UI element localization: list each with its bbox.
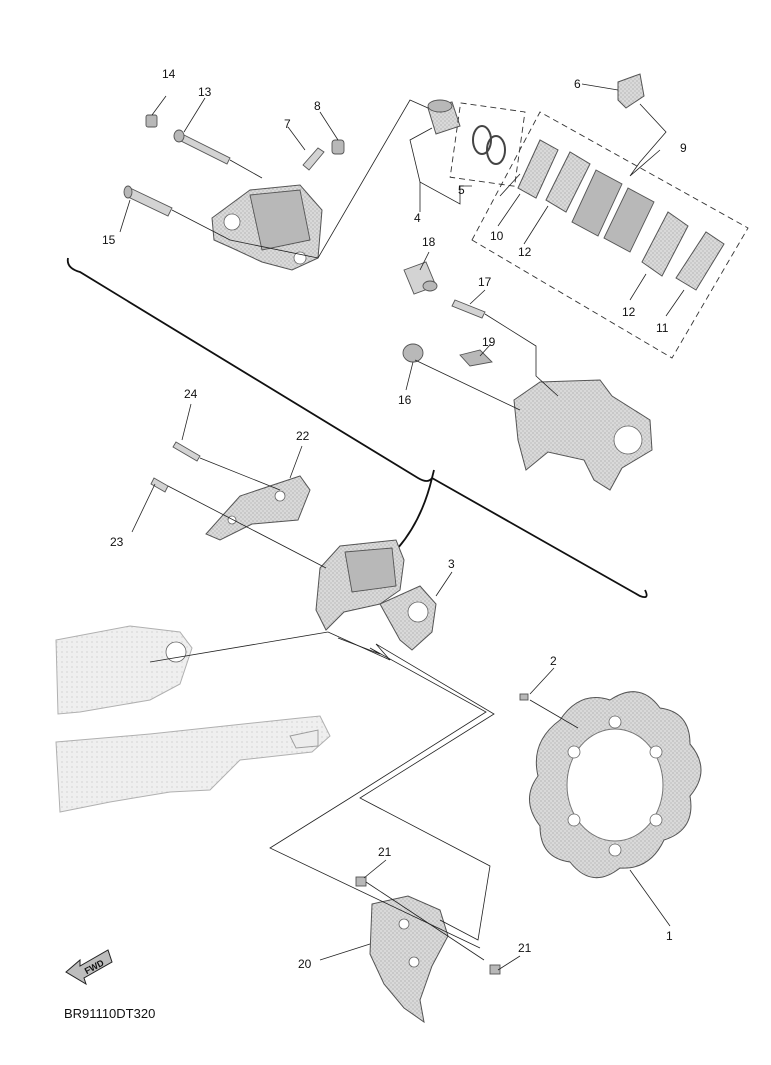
part-20-disc-guard [369, 895, 449, 1024]
part-3-caliper-assembly [315, 539, 437, 651]
part-11-pad-shim [675, 231, 725, 291]
fwd-arrow-icon: FWD [65, 949, 113, 986]
caliper-bracket-upper [513, 379, 653, 491]
part-19-clip [459, 349, 493, 367]
callout-12b: 12 [622, 305, 636, 319]
callout-8: 8 [314, 99, 321, 113]
callout-3: 3 [448, 557, 455, 571]
callout-23: 23 [110, 535, 124, 549]
part-22-guard-bracket [205, 475, 311, 541]
callout-9: 9 [680, 141, 687, 155]
part-7-bleed-screw [302, 147, 325, 171]
part-5-group-box [449, 102, 526, 187]
swingarm-ghost [55, 625, 331, 813]
callout-7: 7 [284, 117, 291, 131]
part-24-bolt [172, 441, 201, 462]
callout-20: 20 [298, 957, 312, 971]
part-17-pin [451, 299, 486, 319]
part-5-seals [472, 125, 506, 165]
part-12-pad-a [545, 151, 591, 213]
part-18-sleeve [403, 261, 438, 295]
group-bracket-stem [397, 477, 433, 549]
part-4-piston [427, 99, 461, 135]
callout-11: 11 [656, 321, 669, 335]
diagram-code: BR91110DT320 [64, 1006, 155, 1021]
callout-16: 16 [398, 393, 412, 407]
part-12-pad-b [641, 211, 689, 277]
part-1-brake-disc [529, 691, 702, 879]
group-bracket [66, 257, 648, 599]
caliper-body-upper [211, 184, 323, 271]
part-10-pad-shim [517, 139, 559, 199]
part-21-bolt-a [355, 876, 367, 887]
callout-15: 15 [102, 233, 116, 247]
part-2-screw [519, 693, 529, 701]
leader-lines [119, 83, 685, 971]
part-21-bolt-b [489, 964, 501, 975]
callout-21a: 21 [378, 845, 392, 859]
callout-6: 6 [574, 77, 581, 91]
callout-19: 19 [482, 335, 496, 349]
brake-pad-left [571, 169, 623, 237]
callout-1: 1 [666, 929, 673, 943]
part-14-nut [145, 114, 158, 128]
callout-5: 5 [458, 183, 465, 197]
callout-17: 17 [478, 275, 492, 289]
callout-13: 13 [198, 85, 212, 99]
part-16-boot [402, 343, 424, 363]
callout-24: 24 [184, 387, 198, 401]
callout-10: 10 [490, 229, 504, 243]
callout-14: 14 [162, 67, 176, 81]
callout-2: 2 [550, 654, 557, 668]
callout-12a: 12 [518, 245, 532, 259]
callout-21b: 21 [518, 941, 532, 955]
part-15-pin [123, 185, 173, 217]
part-23-bolt [150, 477, 169, 493]
callout-22: 22 [296, 429, 310, 443]
part-9-group-box [471, 111, 749, 359]
brake-pad-right [603, 187, 655, 253]
callout-4: 4 [414, 211, 421, 225]
part-8-cap [331, 139, 345, 155]
part-13-bolt [173, 129, 231, 165]
part-6-pad-spring [617, 73, 645, 109]
callout-labels: 1 2 3 4 5 6 7 8 9 10 11 12 12 13 14 15 1… [102, 67, 687, 971]
callout-18: 18 [422, 235, 436, 249]
